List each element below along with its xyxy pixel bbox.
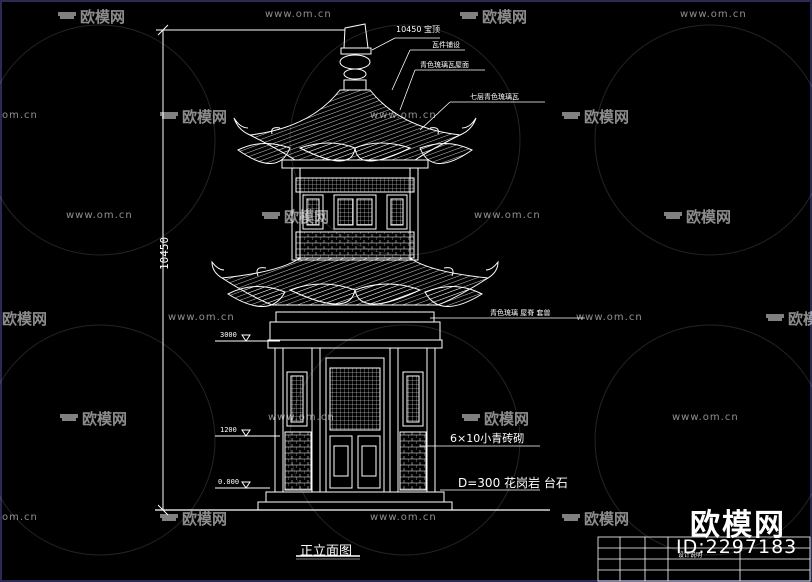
pavilion-elevation bbox=[211, 23, 499, 511]
annotation-note-1: 瓦件铺设 bbox=[432, 41, 460, 49]
annotation-note-3: 七层青色琉璃瓦 bbox=[470, 93, 519, 101]
watermark-url: www.om.cn bbox=[268, 412, 335, 423]
brand-logo-text: 欧模网 bbox=[690, 508, 786, 543]
watermark-url: om.cn bbox=[2, 110, 38, 121]
title-block-label: 设计说明 bbox=[678, 552, 703, 559]
watermark-url: www.om.cn bbox=[265, 9, 332, 20]
watermark-url: www.om.cn bbox=[168, 312, 235, 323]
watermark-logo: 欧模网 bbox=[2, 310, 48, 328]
level-1200-label: 1200 bbox=[220, 426, 237, 434]
watermark-logo: 欧模网 bbox=[80, 8, 126, 26]
annotation-note-5: 6×10小青砖砌 bbox=[450, 432, 525, 445]
watermark-logo: 欧模网 bbox=[284, 208, 330, 226]
watermark-url: www.om.cn bbox=[576, 312, 643, 323]
total-height-dimension bbox=[156, 24, 345, 516]
level-1200-marker bbox=[215, 429, 280, 437]
level-0000-label: 0.000 bbox=[218, 478, 239, 486]
annotation-note-2: 青色琉璃瓦屋面 bbox=[420, 61, 469, 69]
watermark-logo: 欧模网 bbox=[788, 310, 812, 328]
brand-id-text: ID:2297183 bbox=[676, 536, 798, 558]
annotation-top-elevation: 10450 宝顶 bbox=[396, 25, 440, 34]
watermark-logo: 欧模网 bbox=[484, 410, 530, 428]
watermark-url: www.om.cn bbox=[474, 210, 541, 221]
level-0000-marker bbox=[215, 481, 270, 489]
drawing-title: 正立面图 bbox=[300, 544, 353, 559]
lower-roof bbox=[211, 257, 499, 349]
annotation-note-6: D=300 花岗岩 台石 bbox=[458, 476, 568, 490]
dimension-total-label: 10450 bbox=[158, 237, 171, 270]
watermark-url: om.cn bbox=[2, 512, 38, 523]
watermark-url: www.om.cn bbox=[672, 412, 739, 423]
watermark-logo: 欧模网 bbox=[182, 108, 228, 126]
watermark-logo: 欧模网 bbox=[584, 108, 630, 126]
upper-roof bbox=[233, 89, 477, 169]
watermark-url: www.om.cn bbox=[370, 512, 437, 523]
watermark-logo: 欧模网 bbox=[182, 510, 228, 528]
annotation-leaders bbox=[371, 37, 585, 491]
watermark-url: www.om.cn bbox=[680, 9, 747, 20]
ground-storey bbox=[257, 348, 453, 511]
watermark-logo: 欧模网 bbox=[686, 208, 732, 226]
watermark-logo: 欧模网 bbox=[82, 410, 128, 428]
title-block bbox=[597, 536, 811, 582]
watermark-url: www.om.cn bbox=[370, 110, 437, 121]
annotation-note-4: 青色琉璃 屋脊 套兽 bbox=[490, 309, 551, 317]
watermark-logo: 欧模网 bbox=[584, 510, 630, 528]
level-3000-marker bbox=[215, 334, 280, 342]
watermark-logo: 欧模网 bbox=[482, 8, 528, 26]
watermark-url: www.om.cn bbox=[66, 210, 133, 221]
level-3000-label: 3000 bbox=[220, 331, 237, 339]
watermark-logo-icons bbox=[58, 12, 784, 521]
roof-finial bbox=[339, 23, 372, 91]
upper-storey bbox=[291, 167, 419, 261]
